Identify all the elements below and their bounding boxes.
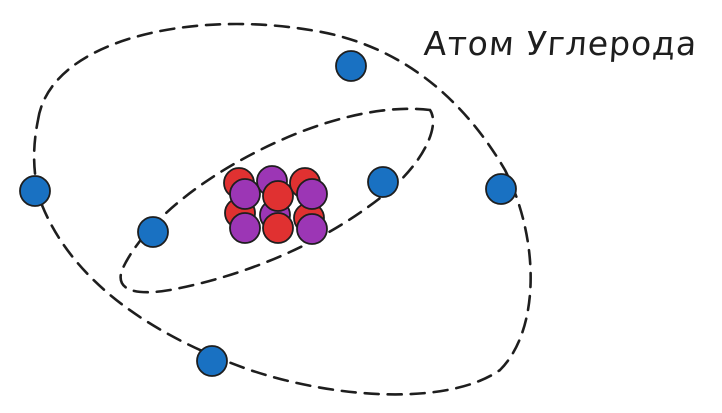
electron xyxy=(485,173,517,205)
electron xyxy=(137,216,169,248)
proton xyxy=(262,180,294,212)
neutron xyxy=(229,178,261,210)
neutron xyxy=(296,178,328,210)
electron xyxy=(19,175,51,207)
orbit-outer xyxy=(32,22,532,396)
neutron xyxy=(296,213,328,245)
nucleus xyxy=(223,165,328,245)
neutron xyxy=(229,212,261,244)
electron xyxy=(196,345,228,377)
electron xyxy=(367,166,399,198)
electron xyxy=(335,50,367,82)
proton xyxy=(262,212,294,244)
electrons xyxy=(19,50,517,377)
